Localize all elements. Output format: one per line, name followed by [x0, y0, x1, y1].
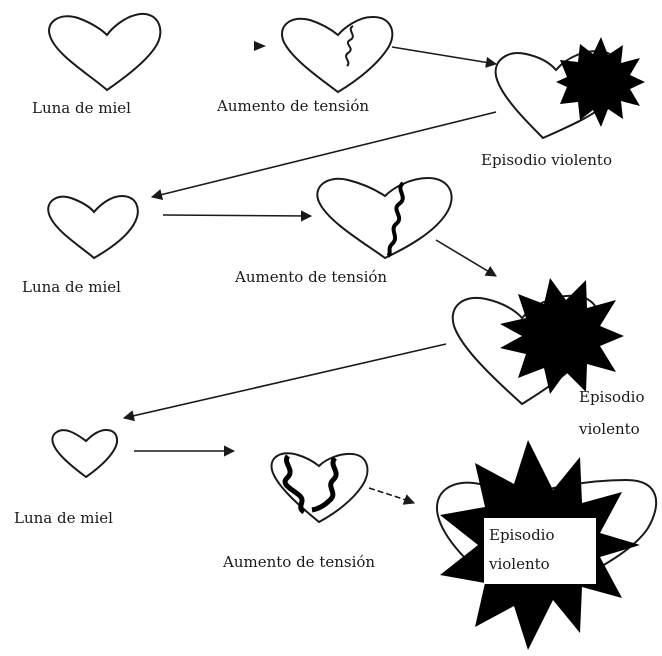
- honeymoon-heart-3: [51, 428, 119, 479]
- tension-crack-1: [345, 25, 354, 67]
- honeymoon-label-1: Luna de miel: [32, 99, 131, 117]
- arrowhead-1: [254, 41, 266, 51]
- violent-label-box-3: [484, 518, 596, 584]
- arrow-violent1-to-honeymoon2: [150, 111, 497, 201]
- tension-crack-3b: [311, 456, 339, 513]
- tension-label-1: Aumento de tensión: [217, 97, 370, 115]
- honeymoon-label-2: Luna de miel: [22, 278, 121, 296]
- tension-heart-1: [280, 15, 394, 94]
- tension-crack-3a: [282, 454, 306, 515]
- arrow-tension2-to-violent2: [435, 239, 497, 277]
- burst-2: [500, 278, 624, 394]
- violent-label-3-line2: violento: [489, 555, 550, 573]
- violent-label-2-line2: violento: [579, 420, 640, 438]
- violent-label-2-line1: Episodio: [579, 388, 645, 406]
- arrow-tension3-to-violent3: [368, 487, 416, 505]
- violent-label-1: Episodio violento: [481, 151, 612, 169]
- arrow-honeymoon2-to-tension2: [162, 210, 313, 222]
- burst-1: [556, 37, 645, 127]
- violent-label-3-line1: Episodio: [489, 526, 555, 544]
- tension-label-3: Aumento de tensión: [223, 553, 376, 571]
- tension-crack-2: [386, 181, 405, 258]
- tension-heart-3: [270, 452, 369, 524]
- tension-label-2: Aumento de tensión: [235, 268, 388, 286]
- honeymoon-heart-1: [48, 12, 162, 92]
- arrow-violent2-to-honeymoon3: [122, 343, 447, 422]
- honeymoon-heart-2: [47, 194, 139, 260]
- honeymoon-label-3: Luna de miel: [14, 509, 113, 527]
- tension-heart-2: [316, 176, 453, 260]
- arrow-tension1-to-violent1: [391, 46, 498, 68]
